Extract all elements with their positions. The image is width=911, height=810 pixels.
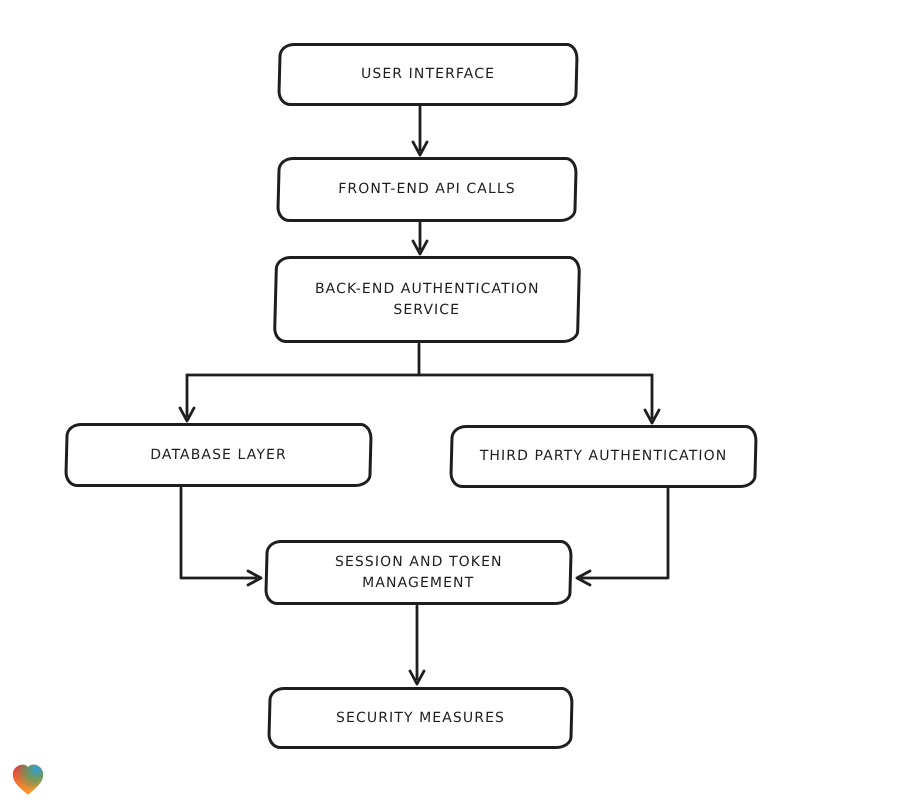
arrow-left-icon (575, 569, 592, 587)
edge-front-end-to-back-end (411, 221, 429, 256)
heart-icon (12, 764, 44, 795)
node-label: BACK-END AUTHENTICATION SERVICE (314, 280, 540, 318)
node-security-measures: SECURITY MEASURES (267, 687, 574, 749)
node-label: DATABASE LAYER (150, 446, 288, 463)
edge-third-party-to-session (575, 487, 670, 587)
node-session-and-token-management: SESSION AND TOKEN MANAGEMENT (264, 540, 573, 605)
arrow-right-icon (246, 569, 263, 587)
node-user-interface: USER INTERFACE (277, 43, 579, 106)
node-back-end-authentication-service: BACK-END AUTHENTICATION SERVICE (272, 256, 582, 343)
arrow-down-icon (411, 140, 429, 157)
arrow-down-icon (408, 669, 426, 686)
edge-user-interface-to-front-end (411, 105, 429, 157)
node-label: FRONT-END API CALLS (338, 181, 516, 197)
edge-back-end-to-third-party (643, 373, 661, 425)
arrow-down-icon (643, 408, 661, 425)
node-label: SESSION AND TOKEN MANAGEMENT (334, 553, 503, 591)
edge-back-end-to-database (178, 373, 196, 423)
edge-session-to-security (408, 604, 426, 686)
node-third-party-authentication: THIRD PARTY AUTHENTICATION (449, 425, 758, 488)
node-label: USER INTERFACE (360, 66, 496, 82)
arrow-down-icon (411, 239, 429, 256)
edge-back-end-branch-rail (185, 342, 654, 377)
node-database-layer: DATABASE LAYER (64, 423, 373, 487)
arrow-down-icon (178, 406, 196, 423)
edge-database-to-session (179, 486, 263, 587)
brand-heart-logo[interactable] (9, 761, 47, 799)
node-label: SECURITY MEASURES (335, 709, 506, 726)
node-label: THIRD PARTY AUTHENTICATION (479, 448, 728, 464)
node-front-end-api-calls: FRONT-END API CALLS (276, 157, 578, 222)
